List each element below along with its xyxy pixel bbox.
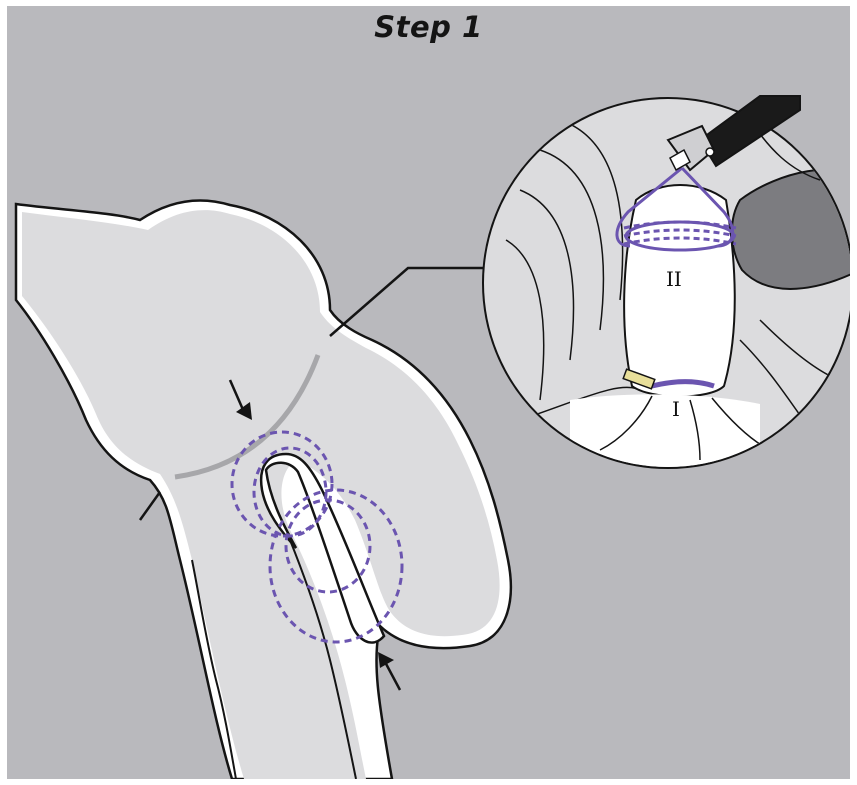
endoscopic-view: II I [480,96,857,480]
label-upper-purse-string: II [666,267,682,291]
organ-lumen [22,210,500,779]
label-lower-purse-string: I [672,397,680,421]
callout-connector [330,268,490,336]
arrow-bottom [378,652,400,690]
callout-stub [140,492,160,520]
stomach-anatomy [16,200,511,779]
